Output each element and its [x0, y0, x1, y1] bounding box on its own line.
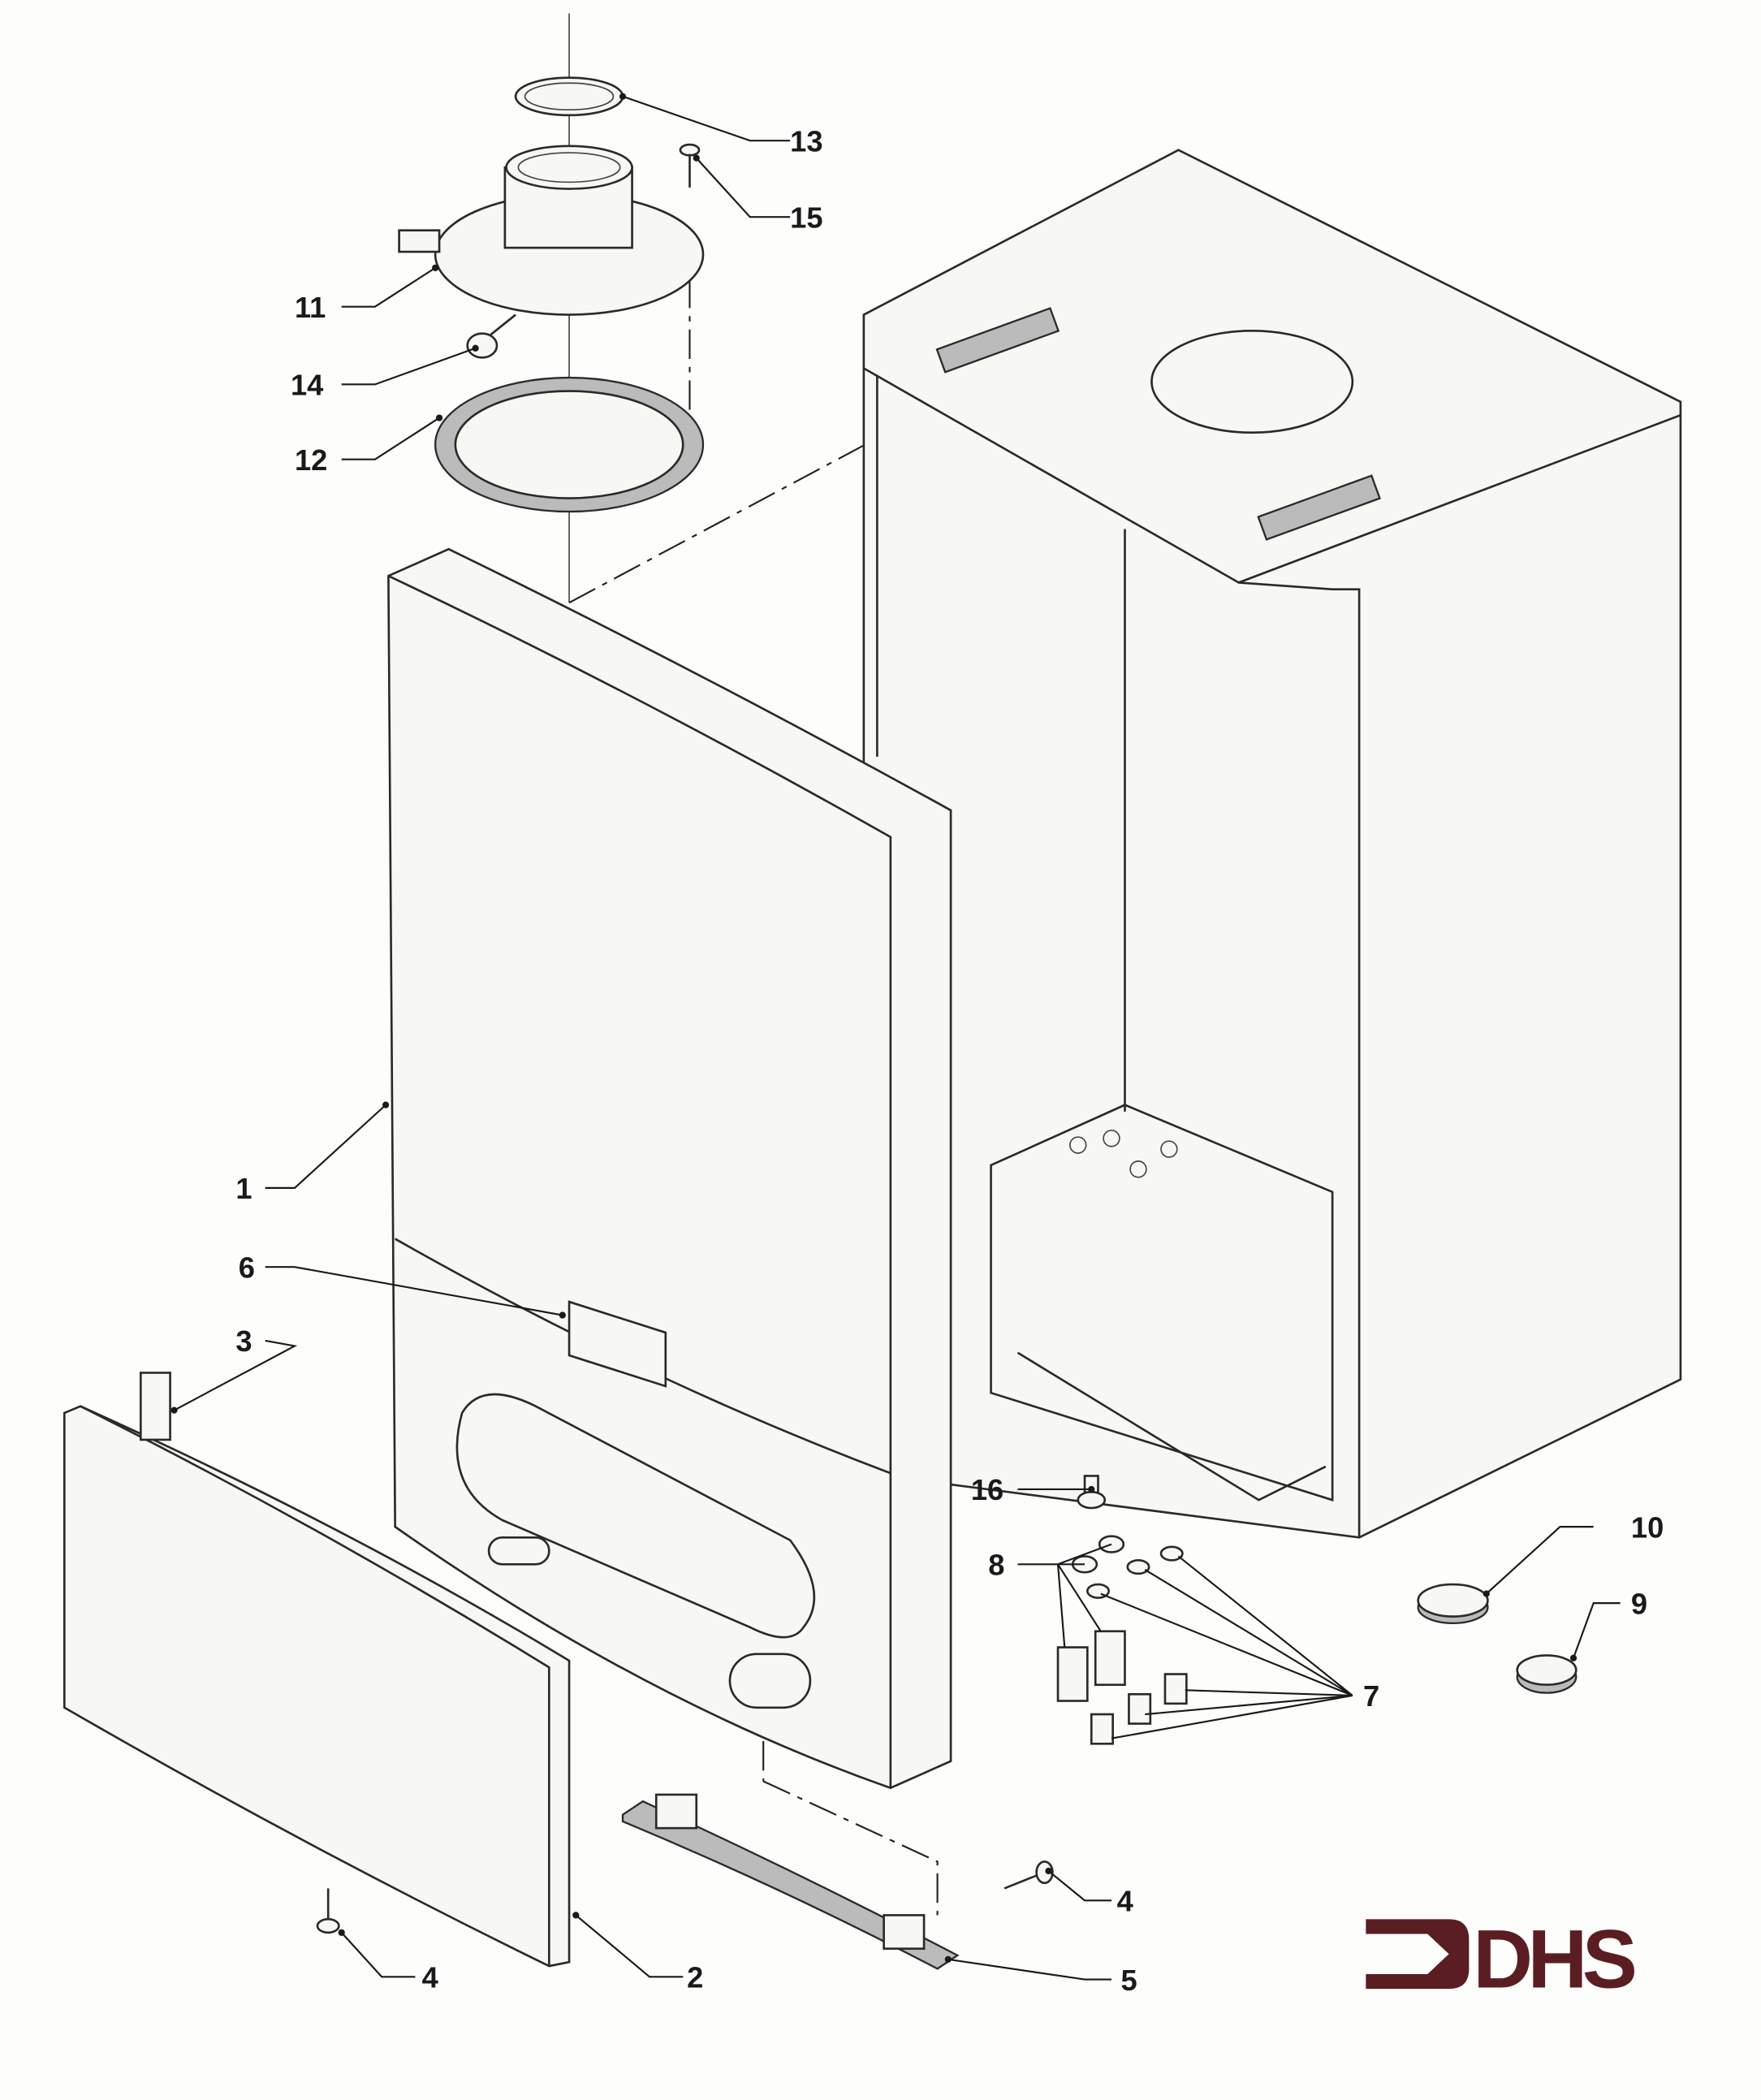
part-12-gasket [434, 376, 705, 513]
callout-15: 15 [790, 201, 822, 234]
boiler-casing-frame [862, 149, 1682, 1539]
callout-13: 13 [790, 124, 822, 158]
part-3-clip [139, 1372, 171, 1441]
part-11-flue-adaptor [398, 145, 705, 316]
part-1-front-panel [387, 547, 952, 1790]
part-9-ring [1516, 1654, 1578, 1694]
part-14-test-point-cap [466, 313, 516, 359]
callout-4-right: 4 [1117, 1884, 1133, 1917]
part-15-screw [679, 143, 701, 188]
part-6-label [568, 1300, 667, 1388]
part-10-plug [1417, 1583, 1489, 1625]
callout-10: 10 [1631, 1510, 1664, 1544]
callout-4-left: 4 [422, 1960, 438, 1994]
callout-16: 16 [971, 1473, 1004, 1506]
part-13-seal-ring [514, 76, 624, 117]
trim-dash-2 [762, 1780, 939, 1916]
dhs-logo: DHS [1366, 1912, 1640, 2005]
part-7-fittings [1056, 1630, 1188, 1745]
part-2-lower-door [63, 1405, 571, 1968]
callout-1: 1 [235, 1172, 252, 1205]
callout-14: 14 [291, 369, 323, 402]
callout-7: 7 [1363, 1679, 1379, 1713]
callout-6: 6 [239, 1251, 255, 1284]
part-4-screw-right [1004, 1860, 1054, 1890]
callout-2: 2 [687, 1960, 703, 1994]
callout-5: 5 [1121, 1964, 1137, 1997]
callout-11: 11 [295, 291, 326, 324]
part-4-screw-left [316, 1888, 340, 1934]
callout-3: 3 [235, 1324, 252, 1358]
callout-12: 12 [295, 443, 327, 477]
part-8-washers [1071, 1535, 1184, 1599]
callout-8: 8 [988, 1549, 1004, 1582]
logo-text: DHS [1473, 1912, 1634, 2005]
part-5-trim-strip [621, 1793, 960, 1970]
callout-9: 9 [1631, 1587, 1647, 1620]
callout-leaders [170, 93, 1621, 1981]
